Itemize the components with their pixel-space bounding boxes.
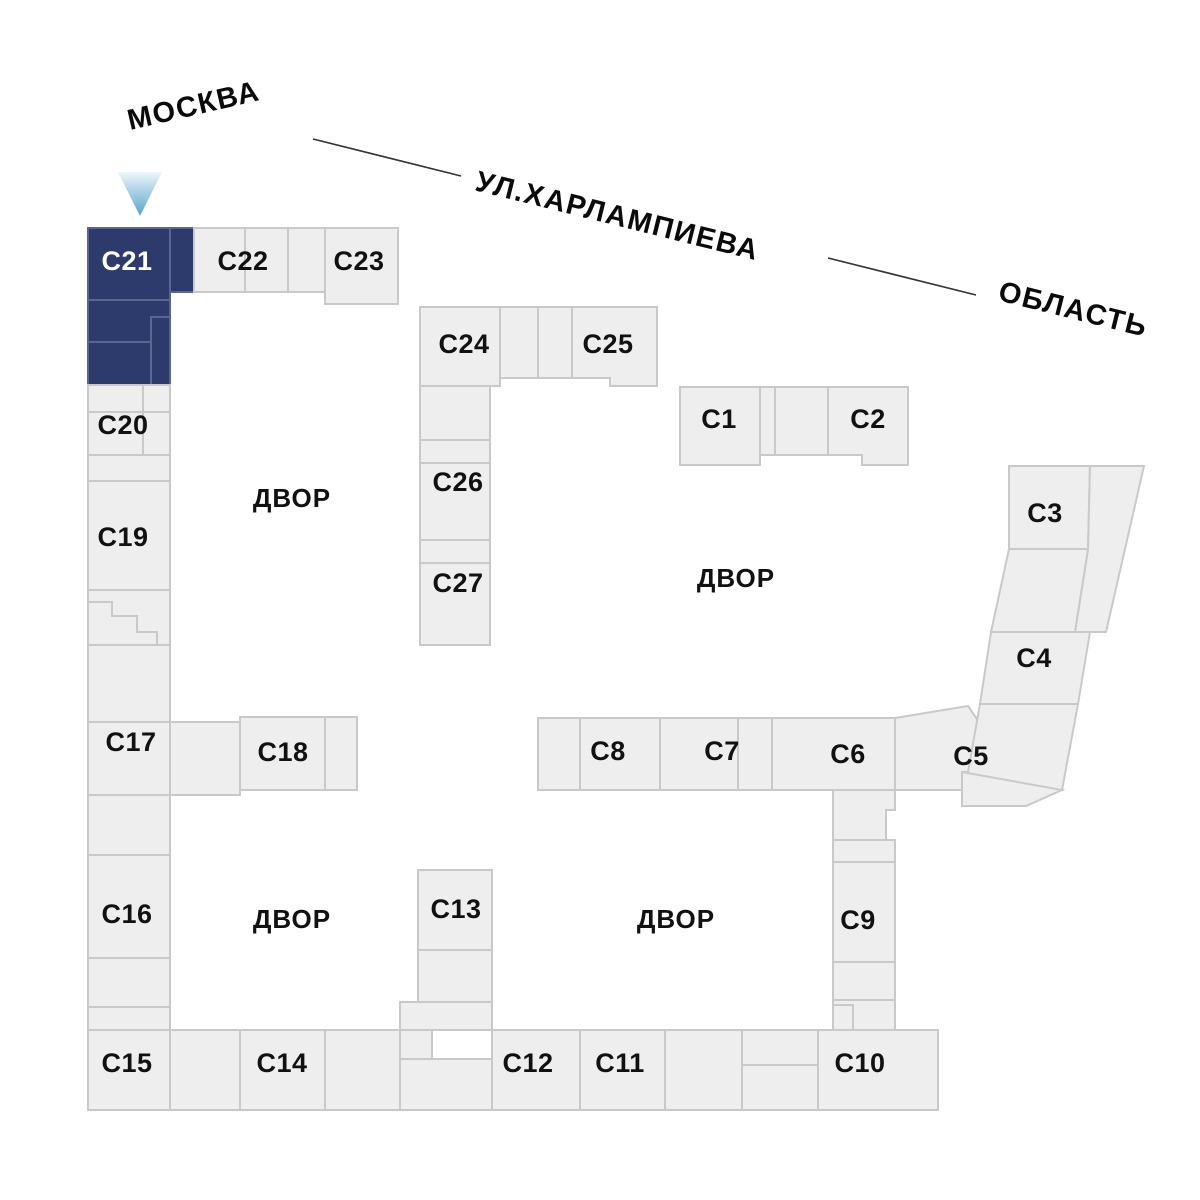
block-label-C12: C12 bbox=[502, 1048, 553, 1078]
block-C16-cell-a[interactable] bbox=[87, 794, 171, 856]
block-C7-cell-b[interactable] bbox=[737, 717, 773, 791]
block-C14-cell-b[interactable] bbox=[324, 1029, 401, 1111]
block-group-c6-spur bbox=[832, 789, 896, 841]
block-label-C16: C16 bbox=[101, 899, 152, 929]
block-label-C11: C11 bbox=[595, 1048, 645, 1078]
block-C26-cell-b[interactable] bbox=[419, 439, 491, 464]
block-C1-cell-a[interactable] bbox=[679, 386, 761, 466]
block-C3-cell-c[interactable] bbox=[989, 548, 1090, 633]
block-label-C5: C5 bbox=[953, 741, 989, 771]
block-labels: C21 C22 C23 C24 C25 C26 C27 C1 C2 C3 C4 … bbox=[97, 246, 1062, 1078]
block-C1-cell-b[interactable] bbox=[759, 386, 776, 456]
block-label-C6: C6 bbox=[830, 739, 866, 769]
street-labels: МОСКВА УЛ.ХАРЛАМПИЕВА ОБЛАСТЬ bbox=[124, 75, 1151, 343]
pointer-triangle-icon[interactable] bbox=[118, 172, 162, 216]
block-C2-cell-a[interactable] bbox=[774, 386, 829, 456]
block-C20-cell-b[interactable] bbox=[142, 384, 171, 413]
street-callout-lines bbox=[312, 138, 977, 296]
block-C23-cell-a[interactable] bbox=[324, 227, 399, 305]
block-C21-cell-b[interactable] bbox=[169, 227, 195, 293]
block-C6-spur-a[interactable] bbox=[832, 789, 896, 841]
block-label-C3: C3 bbox=[1027, 498, 1063, 528]
block-label-C17: C17 bbox=[105, 727, 156, 757]
block-C27-cell-a[interactable] bbox=[419, 539, 491, 564]
courtyard-label-sw: ДВОР bbox=[253, 904, 331, 934]
block-C10-cell-a[interactable] bbox=[741, 1029, 819, 1066]
block-label-C20: C20 bbox=[97, 410, 148, 440]
street-line-moscow bbox=[312, 138, 462, 177]
block-group-centre bbox=[419, 306, 658, 646]
block-label-C2: C2 bbox=[850, 404, 886, 434]
block-group-southwest bbox=[87, 794, 401, 1111]
block-label-C4: C4 bbox=[1016, 643, 1052, 673]
block-C9-cell-c[interactable] bbox=[832, 961, 896, 1001]
block-label-C8: C8 bbox=[590, 736, 626, 766]
block-label-C21: C21 bbox=[101, 246, 152, 276]
block-C27-cell-b[interactable] bbox=[419, 562, 491, 646]
block-C16-cell-c[interactable] bbox=[87, 957, 171, 1008]
block-C13-cell-e[interactable] bbox=[399, 1058, 493, 1111]
block-label-C15: C15 bbox=[101, 1048, 152, 1078]
block-label-C27: C27 bbox=[432, 568, 483, 598]
block-C20-cell-e[interactable] bbox=[87, 454, 171, 482]
block-C10-cell-b[interactable] bbox=[741, 1064, 819, 1111]
block-C25-cell-b[interactable] bbox=[571, 306, 658, 387]
block-C4-cell-a[interactable] bbox=[978, 631, 1092, 705]
block-C11-cell-b[interactable] bbox=[664, 1029, 743, 1111]
block-C20-cell-a[interactable] bbox=[87, 384, 144, 413]
block-label-C22: C22 bbox=[217, 246, 268, 276]
block-group-southeast bbox=[579, 839, 939, 1111]
block-label-C26: C26 bbox=[432, 467, 483, 497]
block-C18-cell-b[interactable] bbox=[324, 716, 358, 791]
block-C21-cell-e[interactable] bbox=[150, 316, 171, 386]
courtyard-labels: ДВОР ДВОР ДВОР ДВОР bbox=[253, 483, 775, 934]
block-label-C1: C1 bbox=[701, 404, 737, 434]
block-label-C14: C14 bbox=[256, 1048, 307, 1078]
block-label-C9: C9 bbox=[840, 905, 876, 935]
courtyard-label-se: ДВОР bbox=[637, 904, 715, 934]
block-label-C23: C23 bbox=[333, 246, 384, 276]
courtyard-label-nw: ДВОР bbox=[253, 483, 331, 513]
block-group-northwest bbox=[87, 227, 399, 646]
block-C25-cell-a[interactable] bbox=[537, 306, 573, 379]
block-C4-cell-c[interactable] bbox=[961, 770, 1066, 807]
block-C17-cell-c[interactable] bbox=[169, 721, 241, 796]
street-label-kharlampieva: УЛ.ХАРЛАМПИЕВА bbox=[472, 166, 762, 267]
block-C22-cell-c[interactable] bbox=[287, 227, 326, 293]
block-group-west bbox=[87, 644, 358, 796]
block-label-C7: C7 bbox=[704, 736, 740, 766]
block-label-C10: C10 bbox=[834, 1048, 885, 1078]
street-line-oblast bbox=[827, 257, 977, 296]
block-C24-cell-b[interactable] bbox=[499, 306, 539, 379]
street-label-moscow: МОСКВА bbox=[124, 75, 263, 137]
block-label-C13: C13 bbox=[430, 894, 481, 924]
block-C13-cell-d[interactable] bbox=[399, 1029, 433, 1060]
block-C15-cell-b[interactable] bbox=[169, 1029, 241, 1111]
block-C24-cell-a[interactable] bbox=[419, 306, 501, 387]
block-label-C19: C19 bbox=[97, 522, 148, 552]
block-group-northeast bbox=[679, 386, 909, 466]
block-C26-cell-a[interactable] bbox=[419, 385, 491, 441]
block-C10-cell-c[interactable] bbox=[817, 1029, 939, 1111]
block-C9-cell-a[interactable] bbox=[832, 839, 896, 863]
block-label-C18: C18 bbox=[257, 737, 308, 767]
block-label-C24: C24 bbox=[438, 329, 489, 359]
block-C17-cell-a[interactable] bbox=[87, 644, 171, 723]
selected-block-pointer[interactable] bbox=[118, 172, 162, 216]
block-group-central-south bbox=[399, 869, 581, 1111]
block-C13-cell-c[interactable] bbox=[399, 1001, 493, 1031]
block-C8-cell-a[interactable] bbox=[537, 717, 581, 791]
block-C16-cell-d[interactable] bbox=[87, 1006, 171, 1031]
block-C9-notch[interactable] bbox=[832, 1004, 854, 1031]
block-C13-cell-b[interactable] bbox=[417, 949, 493, 1003]
block-group-east-angled bbox=[961, 465, 1146, 807]
block-label-C25: C25 bbox=[582, 329, 633, 359]
block-C2-cell-b[interactable] bbox=[827, 386, 909, 466]
street-label-oblast: ОБЛАСТЬ bbox=[995, 276, 1151, 344]
courtyard-label-ne: ДВОР bbox=[697, 563, 775, 593]
